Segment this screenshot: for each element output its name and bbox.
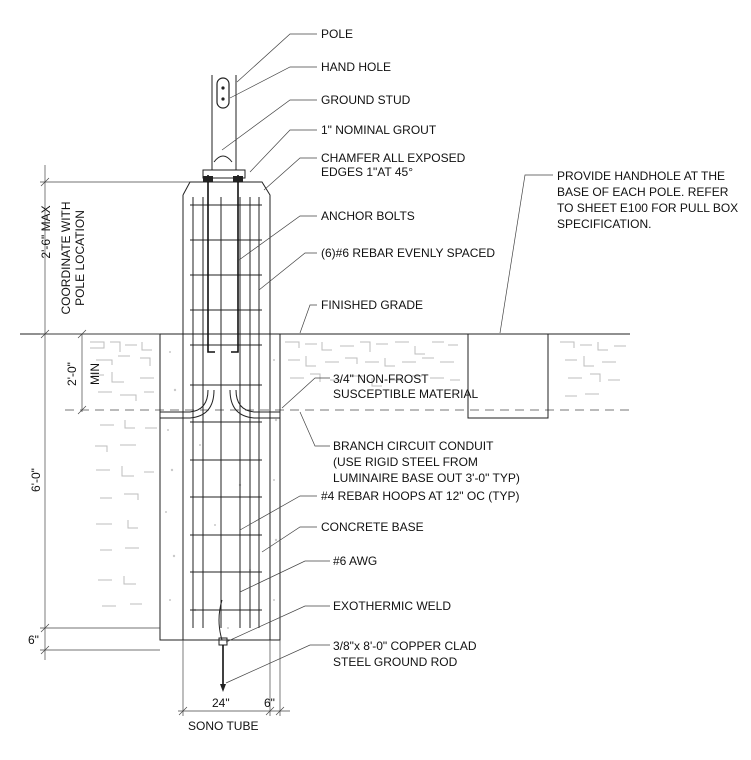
- conduit-bend-left: [160, 389, 215, 419]
- dim-min: MIN: [88, 363, 102, 385]
- note-handhole-line4: SPECIFICATION.: [557, 217, 651, 231]
- pole: [202, 75, 246, 179]
- anchor-bolt: [207, 175, 215, 353]
- label-concrete-base: CONCRETE BASE: [321, 520, 424, 534]
- label-hand-hole: HAND HOLE: [321, 60, 391, 74]
- soil-hatch-left: [90, 341, 157, 607]
- anchor-nut: [203, 176, 213, 182]
- soil-hatch-right: [285, 341, 626, 397]
- conduit-bend-right: [235, 389, 280, 413]
- dim-two-feet: 2'-0": [65, 362, 79, 386]
- bottom-dimensions: [178, 640, 290, 716]
- exothermic-weld-icon: [218, 637, 228, 646]
- left-dimensions: [40, 165, 190, 660]
- rebar-cage: [190, 197, 262, 628]
- note-handhole-line3: TO SHEET E100 FOR PULL BOX: [557, 201, 738, 215]
- dim-six-feet: 6'-0": [29, 468, 43, 492]
- anchor-nut: [233, 176, 243, 182]
- pier-top-chamfer: [182, 181, 271, 640]
- label-exothermic-weld: EXOTHERMIC WELD: [333, 599, 451, 613]
- ground-stud-icon: [213, 155, 233, 163]
- dim-coordinate-line1: COORDINATE WITH: [59, 201, 73, 314]
- label-ground-rod-line1: 3/8"x 8'-0" COPPER CLAD: [333, 639, 477, 653]
- hand-hole-screw: [221, 97, 225, 101]
- label-branch-line2: (USE RIGID STEEL FROM: [333, 455, 478, 469]
- dim-six-inch-bottom: 6": [28, 633, 39, 647]
- hand-hole-icon: [216, 77, 230, 109]
- note-handhole-line2: BASE OF EACH POLE. REFER: [557, 185, 729, 199]
- ground-wire: [218, 599, 223, 641]
- dim-width-24: 24": [212, 696, 230, 710]
- anchor-bolt: [231, 175, 239, 353]
- label-rebar-spaced: (6)#6 REBAR EVENLY SPACED: [321, 246, 495, 260]
- label-ground-stud: GROUND STUD: [321, 93, 411, 107]
- label-branch-line3: LUMINAIRE BASE OUT 3'-0" TYP): [333, 471, 520, 485]
- label-ground-rod-line2: STEEL GROUND ROD: [333, 655, 458, 669]
- conduit-bend-right: [229, 389, 280, 419]
- label-branch-line1: BRANCH CIRCUIT CONDUIT: [333, 439, 494, 453]
- hand-hole-screw: [221, 86, 225, 90]
- dim-width-6: 6": [264, 696, 275, 710]
- concrete-base: [159, 181, 281, 641]
- conduit-bend-left: [160, 389, 209, 413]
- label-nominal-grout: 1" NOMINAL GROUT: [321, 123, 437, 137]
- label-pole: POLE: [321, 27, 353, 41]
- label-non-frost-line1: 3/4" NON-FROST: [333, 372, 429, 386]
- note-handhole-line1: PROVIDE HANDHOLE AT THE: [557, 169, 725, 183]
- label-non-frost-line2: SUSCEPTIBLE MATERIAL: [333, 387, 478, 401]
- dim-max-above: 2'-6" MAX: [39, 205, 53, 258]
- sono-tube-label: SONO TUBE: [188, 719, 258, 733]
- ground-rod-tip: [220, 684, 226, 692]
- label-rebar-hoops: #4 REBAR HOOPS AT 12" OC (TYP): [321, 489, 520, 503]
- anchor-bolts: [203, 175, 243, 353]
- label-chamfer-line1: CHAMFER ALL EXPOSED: [321, 151, 466, 165]
- label-chamfer-line2: EDGES 1"AT 45°: [321, 165, 413, 179]
- rebar-hoops: [190, 204, 262, 611]
- pole-base-plate: [202, 169, 246, 179]
- leader-lines: [221, 33, 553, 684]
- label-finished-grade: FINISHED GRADE: [321, 298, 423, 312]
- handhole-box: [467, 333, 549, 419]
- sono-tube-outline: [159, 334, 281, 641]
- ground: [20, 333, 630, 607]
- dim-coordinate-line2: POLE LOCATION: [73, 210, 87, 306]
- label-anchor-bolts: ANCHOR BOLTS: [321, 209, 415, 223]
- label-awg: #6 AWG: [333, 554, 377, 568]
